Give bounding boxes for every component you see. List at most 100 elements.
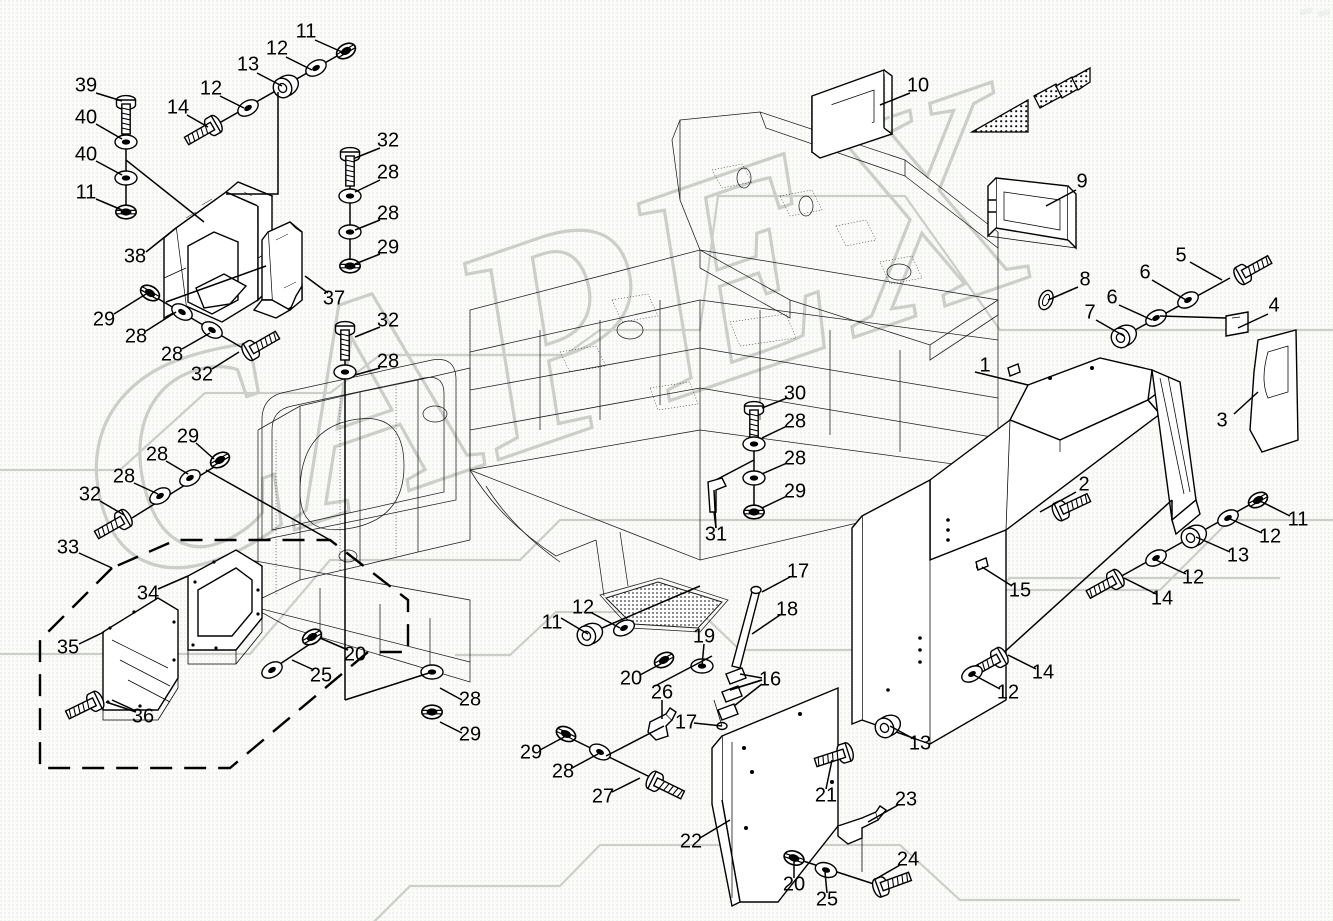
callout-leader-line [186,114,209,128]
callout-25: 25 [816,871,838,910]
callout-number: 29 [377,236,399,258]
callout-number: 32 [377,129,399,151]
callout-13: 13 [237,53,283,87]
callout-leader-line [354,367,381,376]
callout-number: 38 [124,245,146,267]
callout-number: 11 [76,181,97,203]
callout-leader-line [1039,491,1077,513]
callout-36: 36 [111,699,154,727]
callout-number: 28 [784,410,806,432]
callout-number: 8 [1079,268,1090,290]
callout-number: 16 [759,668,781,690]
callout-29: 29 [354,236,399,265]
callout-leader-line [751,614,781,635]
callout-leader-line [145,311,177,332]
callout-number: 28 [377,202,399,224]
callout-leader-line [354,326,381,338]
callout-28: 28 [146,443,189,475]
callout-number: 12 [266,37,288,59]
callout-28: 28 [354,202,399,231]
callout-leader-line [981,566,1013,587]
callout-number: 6 [1139,261,1150,283]
callout-leader-line [165,460,189,475]
callout-number: 25 [816,888,838,910]
callout-number: 20 [344,643,366,665]
callout-number: 32 [377,309,399,331]
callout-12: 12 [1227,517,1281,547]
callout-number: 13 [909,732,931,754]
callout-32: 32 [354,129,399,159]
callout-28: 28 [354,161,399,193]
callout-28: 28 [161,332,211,365]
callout-number: 29 [93,308,115,330]
callout-leader-line [889,725,915,740]
callout-leader-line [824,871,828,894]
callout-35: 35 [57,631,105,658]
callout-number: 14 [1151,587,1173,609]
callout-number: 6 [1106,286,1117,308]
machine-chassis-ghost [249,111,999,683]
part-17-upper-ring [750,585,762,595]
callout-leader-line [761,462,788,475]
callout-leader-line [873,864,901,881]
callout-9: 9 [1045,170,1088,207]
callout-6: 6 [1139,261,1187,301]
hardware-stack-topleft-diagonal [181,38,360,195]
part-10-panel [811,69,894,159]
callout-28: 28 [113,465,159,495]
callout-number: 17 [675,711,697,733]
hardware-stack-left-diagonal-1 [136,265,283,364]
part-18-rod [731,585,762,669]
callout-leader-line [113,293,147,315]
callout-leader-line [571,753,599,769]
callout-number: 29 [459,723,481,745]
callout-30: 30 [761,382,806,409]
registration-mark [1300,7,1330,17]
callout-7: 7 [1084,301,1125,337]
callout-leader-line [701,643,705,667]
callout-number: 4 [1268,294,1279,316]
callout-29: 29 [761,480,806,509]
callout-6: 6 [1106,286,1153,321]
callout-number: 36 [132,705,154,727]
callout-number: 13 [1227,544,1249,566]
callout-20: 20 [620,659,669,689]
callout-leader-line [867,804,899,823]
callout-number: 29 [177,425,199,447]
callout-number: 32 [79,483,101,505]
callout-leader-line [560,617,589,635]
callout-19: 19 [693,625,715,667]
hardware-stack-topleft-vertical [114,94,205,223]
callout-29: 29 [439,721,481,745]
callout-33: 33 [57,536,113,569]
callout-11: 11 [542,611,589,635]
callout-number: 20 [620,667,642,689]
hardware-stack-right-lower-a [1082,487,1272,604]
subassembly-dashed-boundary [38,538,410,770]
callout-5: 5 [1175,244,1223,281]
callout-leader-line [761,576,791,593]
callout-leader-line [354,147,381,159]
callout-number: 28 [377,161,399,183]
part-37-support [252,221,303,319]
callout-leader-line [1155,559,1187,575]
hardware-stack-uppermid-vertical [338,146,362,275]
part-36-fastener [62,688,137,725]
callout-number: 27 [592,785,614,807]
callout-number: 12 [572,596,594,618]
callout-leader-line [219,95,245,109]
callout-11: 11 [1257,499,1308,530]
callout-number: 17 [787,560,809,582]
callout-leader-line [111,699,137,712]
part-3-trim [1249,329,1299,453]
hardware-20-25-left [258,624,326,683]
callout-10: 10 [879,74,929,106]
callout-18: 18 [751,598,798,635]
callout-number: 33 [57,536,79,558]
callout-leader-line [1118,304,1153,321]
callout-leader-line [319,637,349,651]
callout-leader-line [1047,286,1079,301]
callout-11: 11 [296,20,343,53]
callout-leader-line [591,612,621,629]
